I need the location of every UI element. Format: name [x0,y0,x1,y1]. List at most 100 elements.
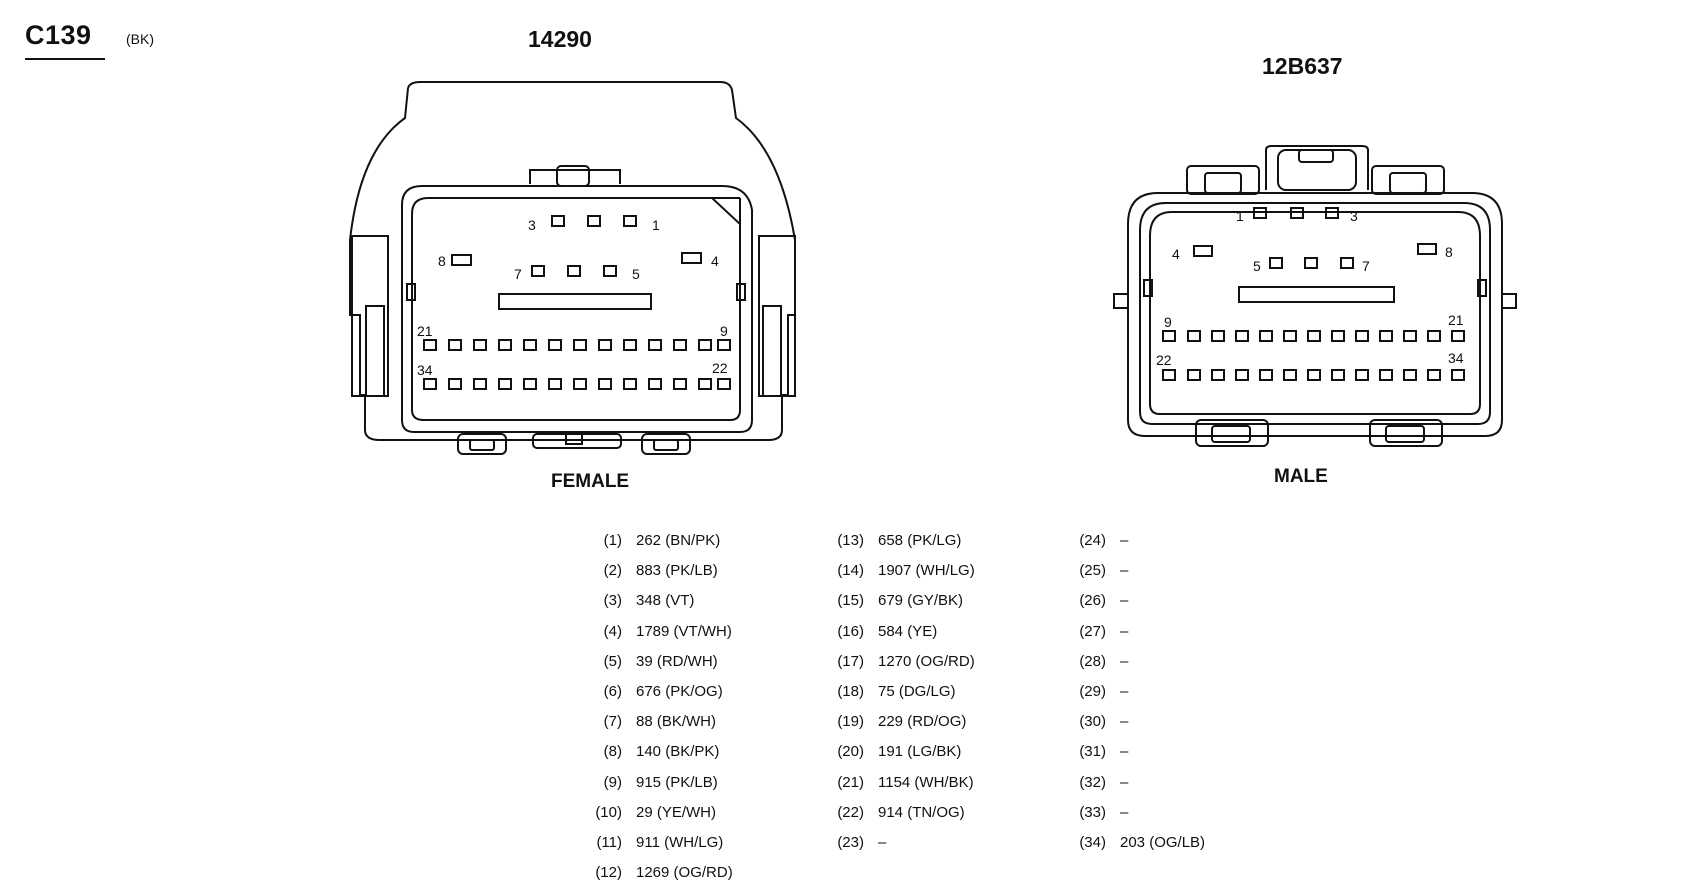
male-connector [1113,145,1517,447]
female-hood-left [349,87,409,241]
male-pin-row-9-21 [1162,330,1465,342]
pin-circuit: – [878,834,887,851]
female-hood-outline [407,81,796,242]
pin-number: (30) [1079,713,1106,731]
pin-circuit: 915 (PK/LB) [636,773,718,791]
pin-table-row: (29)– [1062,682,1128,702]
male-pin-label-7: 7 [1362,258,1370,274]
pin-circuit: 348 (VT) [636,592,695,610]
pin-circuit: – [1120,773,1129,791]
male-pin-label-9: 9 [1164,314,1172,330]
pin-circuit: – [1120,803,1129,821]
pin-table-row: (8)140 (BK/PK) [578,742,720,762]
pin-circuit: 75 (DG/LG) [878,683,956,700]
male-bottom-clip-right [1369,419,1443,447]
pin-circuit: 679 (GY/BK) [878,592,964,610]
pin-table-row: (5) 39 (RD/WH) [578,652,718,672]
female-top-tab [529,169,621,184]
male-pin-row-22-34 [1162,369,1465,381]
pin-table-row: (27)– [1062,622,1128,642]
male-pins [1162,207,1465,381]
female-pin-4 [681,252,702,264]
pin-table-row: (25)– [1062,561,1128,581]
pin-number: (3) [603,592,622,610]
male-pin-1 [1253,207,1267,219]
female-left-rib [406,283,416,301]
pin-number: (25) [1079,562,1106,580]
male-body-inner [1149,211,1481,415]
pin-number: (5) [603,652,622,670]
female-left-latch [365,305,385,397]
pin-table-row: (10)29 (YE/WH) [578,803,716,823]
pin-number: (31) [1079,743,1106,761]
female-pin-3 [551,215,565,227]
female-pin-label-1: 1 [652,217,660,233]
pin-number: (24) [1079,532,1106,549]
pin-number: (28) [1079,652,1106,670]
pin-circuit: 676 (PK/OG) [636,683,723,700]
pin-circuit: – [1120,592,1129,610]
pin-table-row: (13)658 (PK/LG) [820,531,961,551]
male-top-latch [1265,145,1369,190]
male-pin-label-34: 34 [1448,350,1464,366]
pin-number: (16) [837,622,864,640]
male-pin-3 [1325,207,1339,219]
male-pin-label-3: 3 [1350,208,1358,224]
pin-circuit: 911 (WH/LG) [636,834,724,851]
pin-circuit: – [1120,683,1129,700]
pin-number: (22) [837,803,864,821]
female-base [364,395,783,441]
pin-circuit: 229 (RD/OG) [878,713,967,731]
pin-number: (4) [603,622,622,640]
pin-number: (14) [837,562,864,580]
male-pin-label-1: 1 [1236,208,1244,224]
female-body-outer [401,185,753,433]
pin-number: (33) [1079,803,1106,821]
female-right-latch [762,305,782,397]
male-left-ear [1113,293,1129,309]
male-pin-label-4: 4 [1172,246,1180,262]
pin-table-row: (3) 348 (VT) [578,591,695,611]
pin-number: (32) [1079,773,1106,791]
female-connector [349,81,796,455]
pin-circuit: 39 (RD/WH) [636,652,718,670]
female-pin-label-5: 5 [632,266,640,282]
pin-circuit: – [1120,622,1129,640]
pin-table-row: (33)– [1062,803,1128,823]
male-right-ear [1501,293,1517,309]
pin-circuit: 1269 (OG/RD) [636,864,733,882]
female-pin-label-9: 9 [720,323,728,339]
female-pin-label-21: 21 [417,323,433,339]
male-pin-label-5: 5 [1253,258,1261,274]
pin-table-row: (7)88 (BK/WH) [578,712,716,732]
pin-number: (17) [837,652,864,670]
pin-number: (9) [603,773,622,791]
connector-id-underline [25,58,105,60]
female-key-slot [498,293,652,310]
pin-number: (15) [837,592,864,610]
female-pins [423,215,731,390]
pin-circuit: 203 (OG/LB) [1120,834,1206,851]
male-view-label: MALE [1274,466,1328,487]
pin-number: (29) [1079,683,1106,700]
pin-circuit: 140 (BK/PK) [636,743,720,761]
female-part-number: 14290 [528,26,592,52]
pin-circuit: 29 (YE/WH) [636,803,717,821]
pin-number: (20) [837,743,864,761]
pin-number: (11) [596,834,622,851]
pin-table-row: (9) 915 (PK/LB) [578,773,718,793]
pin-circuit: 1789 (VT/WH) [636,622,732,640]
male-pin-7 [1340,257,1354,269]
pin-table-row: (24)– [1062,531,1128,551]
connector-color: (BK) [126,31,154,47]
male-pin-label-22: 22 [1156,352,1172,368]
female-pin-label-8: 8 [438,253,446,269]
pin-number: (23) [837,834,864,851]
pin-circuit: 883 (PK/LB) [636,562,718,580]
pin-table-row: (20)191 (LG/BK) [820,742,961,762]
female-pin-label-34: 34 [417,362,433,378]
female-right-rib [736,283,746,301]
pin-table-row: (2)883 (PK/LB) [578,561,718,581]
male-pin-4 [1193,245,1213,257]
